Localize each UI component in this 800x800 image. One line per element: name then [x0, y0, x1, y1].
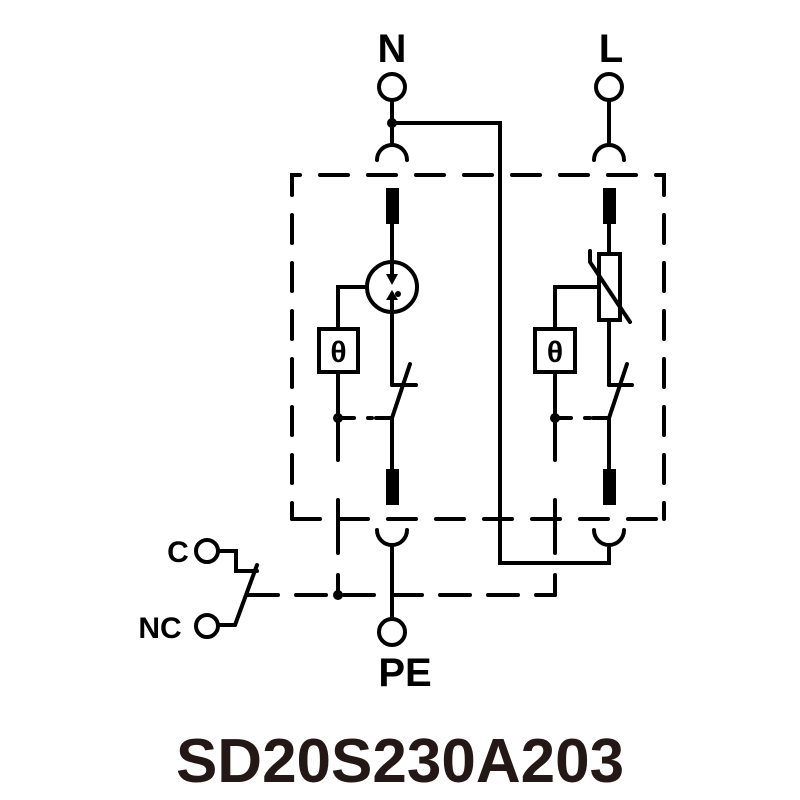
- terminal-label-l: L: [599, 27, 623, 71]
- theta-symbol-l: θ: [547, 336, 563, 369]
- terminal-label-c: C: [167, 536, 189, 569]
- fuse-bottom-n: [386, 469, 399, 505]
- terminal-nc: [194, 613, 220, 639]
- fuse-bottom-l: [603, 469, 616, 505]
- terminal-label-pe: PE: [378, 651, 431, 695]
- fuse-top-l: [603, 188, 616, 224]
- module-enclosure: [290, 173, 666, 521]
- terminal-label-n: N: [378, 27, 407, 71]
- terminal-label-nc: NC: [138, 612, 181, 645]
- bypass-wire: [390, 121, 611, 565]
- gas-discharge-tube: [365, 260, 419, 314]
- plug-cup-bottom-n: [375, 528, 409, 547]
- terminal-l: [592, 72, 626, 162]
- thermal-switch-n: [374, 362, 418, 472]
- terminal-c: [194, 538, 220, 564]
- thermal-switch-l: [591, 362, 634, 472]
- plug-cup-top-n: [375, 143, 409, 162]
- theta-symbol-n: θ: [330, 336, 346, 369]
- terminal-pe: [377, 543, 407, 647]
- plug-cup-bottom-l: [592, 528, 626, 547]
- remote-signal-contact: [194, 538, 259, 639]
- terminal-n: [375, 72, 409, 162]
- fuse-top-n: [386, 188, 399, 224]
- plug-cup-top-l: [592, 143, 626, 162]
- model-title: SD20S230A203: [176, 727, 624, 796]
